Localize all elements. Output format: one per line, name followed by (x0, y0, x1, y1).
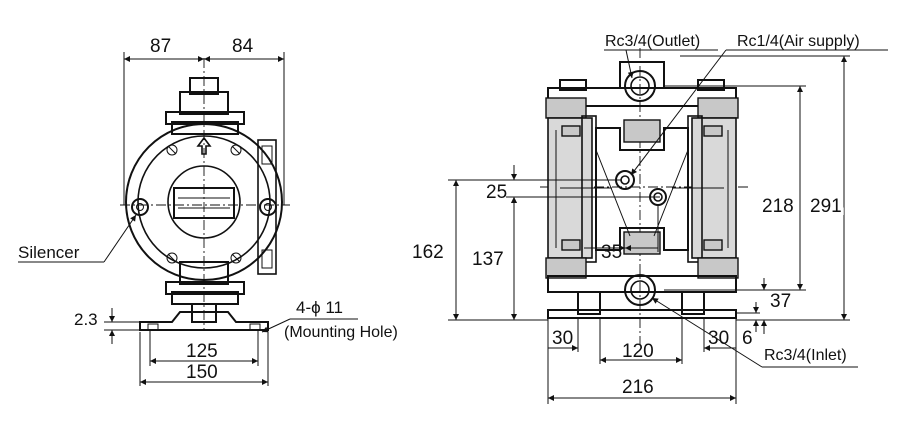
front-side-bracket (257, 139, 277, 275)
front-pump-body (125, 123, 283, 281)
dim-30-right: 30 (708, 328, 729, 349)
dim-125: 125 (186, 341, 218, 362)
front-outlet-manifold (165, 77, 245, 135)
dim-87: 87 (150, 36, 171, 57)
dim-291: 291 (810, 196, 842, 217)
side-inlet-manifold (545, 257, 739, 319)
inlet-label: Rc3/4(Inlet) (764, 347, 847, 364)
outlet-label: Rc3/4(Outlet) (605, 33, 700, 50)
dim-6: 6 (742, 328, 753, 349)
dim-35: 35 (601, 242, 622, 263)
dim-216: 216 (622, 377, 654, 398)
silencer-label: Silencer (18, 243, 80, 262)
mounting-hole-note: (Mounting Hole) (284, 324, 398, 341)
dim-25: 25 (486, 182, 507, 203)
side-outlet-manifold (545, 61, 739, 119)
dim-84: 84 (232, 36, 254, 57)
side-view: Rc3/4(Outlet) Rc1/4(Air supply) Rc3/4(In… (412, 33, 888, 404)
mounting-hole-spec: 4-ϕ 11 (296, 298, 343, 317)
dim-30-left: 30 (552, 328, 573, 349)
dim-218: 218 (762, 196, 794, 217)
air-supply-label: Rc1/4(Air supply) (737, 33, 860, 50)
dim-150: 150 (186, 362, 218, 383)
dim-2-3: 2.3 (74, 310, 98, 329)
front-view: 87 84 Silencer 2.3 4-ϕ 11 (Mounting Hole… (18, 36, 398, 386)
dim-137: 137 (472, 249, 504, 270)
dim-120: 120 (622, 341, 654, 362)
dim-37: 37 (770, 291, 791, 312)
dim-162: 162 (412, 242, 444, 263)
